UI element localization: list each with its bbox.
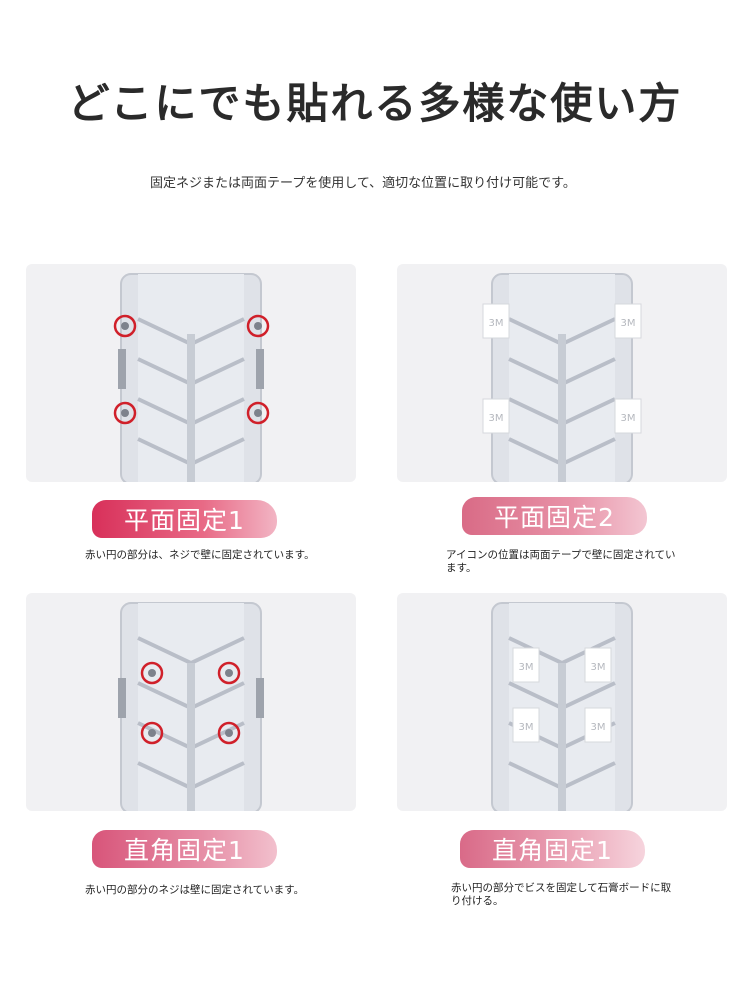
svg-text:3M: 3M [489,318,504,329]
3m-tape-icon: 3M [584,707,612,743]
panel-3-label: 直角固定1 [124,836,245,865]
page-title: どこにでも貼れる多様な使い方 [67,79,683,128]
panel-1-label: 平面固定1 [124,506,245,535]
panel-1-caption: 赤い円の部分は、ネジで壁に固定されています。 [85,549,315,561]
screw-marker-red-circle [217,721,241,745]
screw-marker-red-circle [217,661,241,685]
svg-text:3M: 3M [519,722,534,733]
panel-right-angle-fix-1-image [26,593,356,811]
svg-text:3M: 3M [591,662,606,673]
panel-right-angle-fix-2-image: 3M 3M 3M 3M [397,593,727,811]
cable-channel-illustration [113,273,270,482]
screw-marker-red-circle [140,661,164,685]
3m-tape-icon: 3M [482,303,510,339]
screw-marker-red-circle [140,721,164,745]
cable-channel-illustration [118,602,264,811]
label-brush-4: 直角固定1 [460,830,645,868]
screw-marker-red-circle [113,314,137,338]
label-brush-2: 平面固定2 [462,497,647,535]
label-brush-3: 直角固定1 [92,830,277,868]
label-brush-1: 平面固定1 [92,500,277,538]
panel-flat-fix-2-image: 3M 3M 3M 3M [397,264,727,482]
screw-marker-red-circle [246,401,270,425]
cable-channel-illustration: 3M 3M 3M 3M [482,273,642,482]
panel-flat-fix-1-image [26,264,356,482]
3m-tape-icon: 3M [482,398,510,434]
3m-tape-icon: 3M [614,398,642,434]
panel-4-label: 直角固定1 [492,836,613,865]
svg-text:3M: 3M [489,413,504,424]
svg-text:3M: 3M [621,413,636,424]
cable-channel-illustration: 3M 3M 3M 3M [491,602,633,811]
panel-3-caption: 赤い円の部分のネジは壁に固定されています。 [85,884,305,896]
screw-marker-red-circle [113,401,137,425]
page-subtitle: 固定ネジまたは両面テープを使用して、適切な位置に取り付け可能です。 [150,176,576,191]
3m-tape-icon: 3M [614,303,642,339]
3m-tape-icon: 3M [512,707,540,743]
panel-2-label: 平面固定2 [494,503,615,532]
svg-text:3M: 3M [519,662,534,673]
3m-tape-icon: 3M [584,647,612,683]
panel-2-caption: アイコンの位置は両面テープで壁に固定されています。 [446,549,676,574]
3m-tape-icon: 3M [512,647,540,683]
svg-text:3M: 3M [621,318,636,329]
svg-text:3M: 3M [591,722,606,733]
screw-marker-red-circle [246,314,270,338]
panel-4-caption: 赤い円の部分でビスを固定して石膏ボードに取り付ける。 [451,882,672,907]
